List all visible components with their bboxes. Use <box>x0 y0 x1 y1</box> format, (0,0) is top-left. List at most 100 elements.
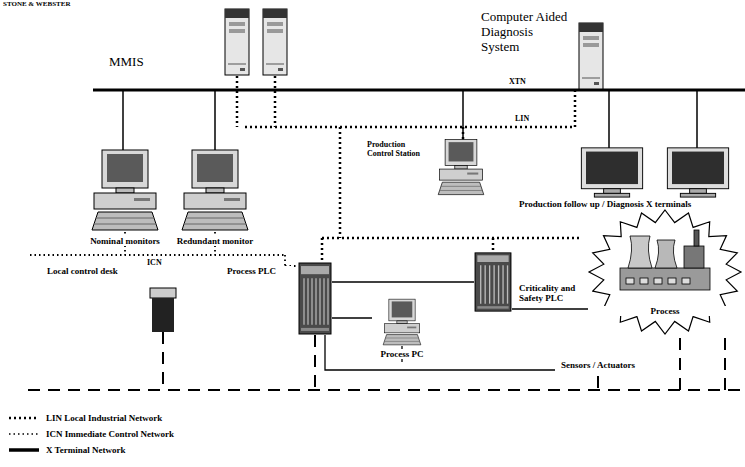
network-link <box>332 281 474 282</box>
server-icon <box>225 9 249 75</box>
node-label: Process PC <box>366 349 438 359</box>
node-label: Nominal monitors <box>76 236 174 246</box>
plant-illustration <box>655 240 677 268</box>
field-bus <box>597 376 599 390</box>
control-desk: Local control desk <box>150 288 176 332</box>
server-icon <box>579 23 603 89</box>
legend-line-sample <box>8 412 40 424</box>
legend-text: LIN Local Industrial Network <box>46 413 162 423</box>
plant-illustration <box>668 278 676 284</box>
plant-illustration <box>620 230 710 290</box>
company-mark: STONE & WEBSTER <box>2 1 71 9</box>
legend-row: LIN Local Industrial Network <box>8 412 162 424</box>
server-group: MMIS <box>222 8 292 80</box>
lin-bus <box>274 76 277 127</box>
lin-bus <box>339 127 342 238</box>
workstation-icon <box>182 150 248 230</box>
node-label: Criticality and Safety PLC <box>518 283 592 304</box>
legend-line-sample <box>9 433 39 435</box>
plant-illustration <box>654 278 662 284</box>
plant-illustration <box>628 236 652 268</box>
icn-bus <box>284 255 286 266</box>
legend-row: ICN Immediate Control Network <box>8 428 174 440</box>
node-label: MMIS <box>108 55 208 70</box>
workstation: Process PC <box>372 298 432 346</box>
plc-rack-icon <box>299 263 331 334</box>
icn-bus <box>30 232 298 266</box>
xtn-bus <box>696 90 698 148</box>
control-desk-icon <box>150 288 176 298</box>
lin-bus <box>237 76 580 262</box>
field-bus <box>679 338 681 390</box>
plant-illustration <box>694 230 699 246</box>
network-name: XTN <box>508 78 527 87</box>
network-link <box>332 317 372 318</box>
workstation-icon <box>92 150 158 230</box>
workstation-icon <box>383 299 421 345</box>
legend-row: X Terminal Network <box>8 444 126 456</box>
plant-illustration <box>684 246 704 268</box>
workstation: Production Control Station <box>428 138 494 196</box>
xtn-bus <box>462 90 464 140</box>
x-terminal-icon <box>581 148 642 197</box>
lin-bus <box>236 76 239 127</box>
field-device: Sensors / Actuators <box>560 360 638 371</box>
process-starburst <box>589 210 741 334</box>
lin-bus <box>462 127 465 140</box>
lin-bus <box>322 237 580 240</box>
lin-bus <box>492 238 495 252</box>
process-starburst <box>589 210 741 334</box>
xtn-bus <box>93 89 745 92</box>
xtn-bus <box>122 90 124 150</box>
field-bus <box>162 332 164 390</box>
legend-line-sample <box>9 448 39 452</box>
server: Computer Aided Diagnosis System <box>578 22 604 90</box>
field-bus <box>28 389 745 391</box>
server-icon <box>263 9 287 75</box>
process-plant: Process <box>588 210 742 338</box>
lin-bus <box>574 90 577 127</box>
legend-text: ICN Immediate Control Network <box>46 429 174 439</box>
legend-line-sample <box>8 428 40 440</box>
plant-illustration <box>620 268 710 290</box>
node-label: Process <box>588 306 742 316</box>
node-label: Redundant monitor <box>166 236 264 246</box>
field-bus <box>724 338 726 390</box>
legend-line-sample <box>9 417 39 420</box>
x-terminal-icon <box>667 148 728 197</box>
plant-illustration <box>682 278 690 284</box>
x-terminal-icon <box>581 148 728 197</box>
control-desk-icon <box>150 288 176 332</box>
legend-text: X Terminal Network <box>46 445 126 455</box>
node-label: Production follow up / Diagnosis X termi… <box>518 199 740 209</box>
icn-bus <box>30 254 285 256</box>
xtn-bus <box>608 90 610 148</box>
plc-rack-icon <box>475 253 511 311</box>
field-bus <box>314 335 316 390</box>
plant-illustration <box>626 278 634 284</box>
network-name: LIN <box>514 115 530 124</box>
node-label: Production Control Station <box>366 140 424 158</box>
wire <box>325 335 555 370</box>
x-terminal-group: Production follow up / Diagnosis X termi… <box>575 145 735 197</box>
workstation: Nominal monitors <box>88 148 162 232</box>
plant-illustration <box>640 278 648 284</box>
network-name: ICN <box>146 259 163 268</box>
workstation: Redundant monitor <box>178 148 252 232</box>
node-label: Local control desk <box>46 266 142 276</box>
plc-rack: Criticality and Safety PLC <box>474 252 512 312</box>
plc-rack: Process PLC <box>298 262 332 335</box>
legend-line-sample <box>8 444 40 456</box>
control-desk-icon <box>152 298 174 332</box>
lin-bus <box>321 238 324 262</box>
node-label: Sensors / Actuators <box>560 360 636 370</box>
workstation-icon <box>438 139 484 194</box>
server-icon <box>225 9 603 89</box>
node-label: Process PLC <box>226 266 292 276</box>
node-label: Computer Aided Diagnosis System <box>480 10 574 55</box>
wire <box>325 335 555 370</box>
xtn-bus <box>214 90 216 150</box>
